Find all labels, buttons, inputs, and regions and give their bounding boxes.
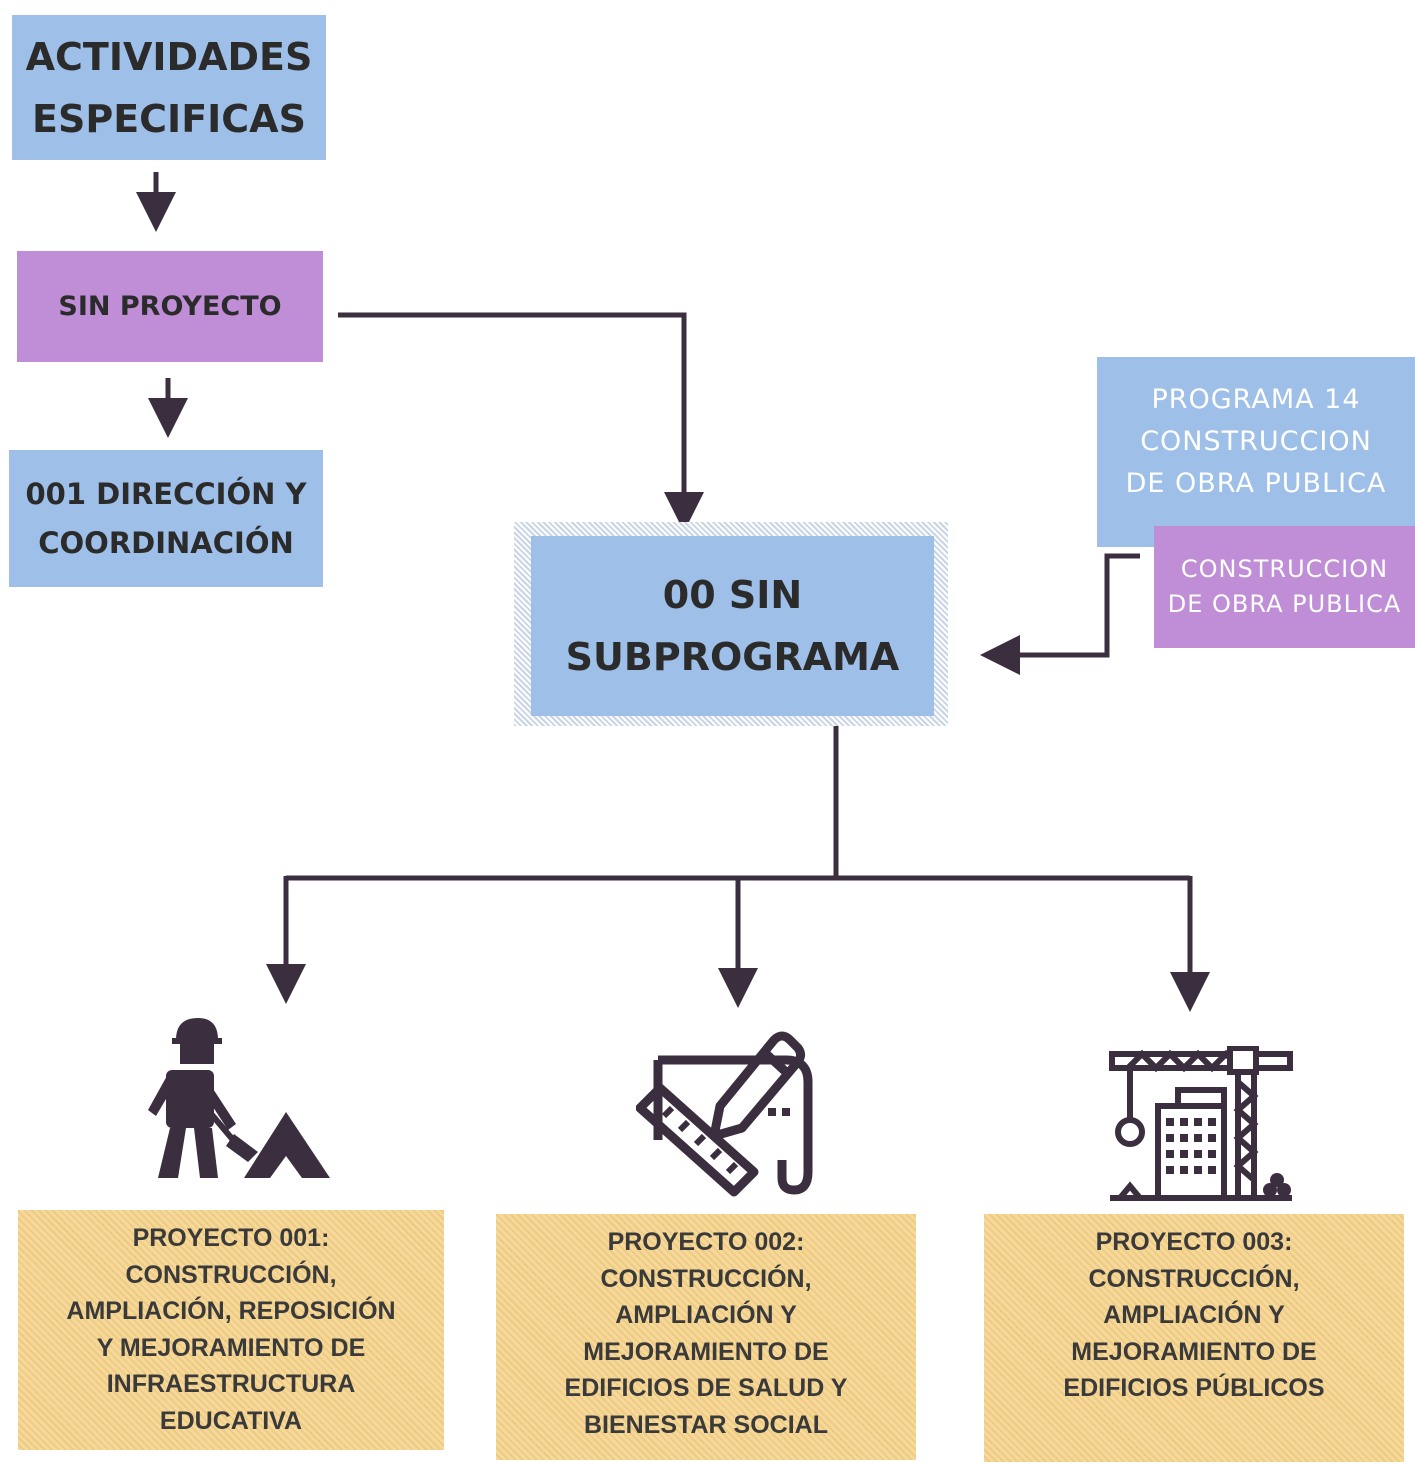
project-line: Y MEJORAMIENTO DE <box>96 1333 366 1362</box>
box-line: 001 DIRECCIÓN Y <box>25 476 307 511</box>
box-line: DE OBRA PUBLICA <box>1167 590 1402 618</box>
box-line: CONSTRUCCION <box>1180 555 1389 583</box>
direccion-coordinacion-box: 001 DIRECCIÓN Y COORDINACIÓN <box>9 450 323 587</box>
construction-worker-icon <box>148 1018 330 1178</box>
box-line: SUBPROGRAMA <box>565 635 900 679</box>
arrow-sinproyecto-to-subprograma <box>338 312 704 532</box>
crane-building-icon <box>1109 1046 1293 1201</box>
proyecto-001-box: PROYECTO 001: CONSTRUCCIÓN, AMPLIACIÓN, … <box>18 1210 444 1450</box>
project-line: CONSTRUCCIÓN, <box>1088 1264 1300 1293</box>
construccion-obra-publica-box: CONSTRUCCION DE OBRA PUBLICA <box>1154 526 1415 648</box>
proyecto-003-box: PROYECTO 003: CONSTRUCCIÓN, AMPLIACIÓN Y… <box>984 1214 1404 1462</box>
project-line: MEJORAMIENTO DE <box>1071 1337 1317 1366</box>
sin-proyecto-box: SIN PROYECTO <box>17 251 323 362</box>
project-line: AMPLIACIÓN, REPOSICIÓN <box>66 1297 396 1325</box>
project-line: PROYECTO 003: <box>1095 1228 1293 1256</box>
project-line: CONSTRUCCIÓN, <box>600 1264 812 1293</box>
actividades-especificas-box: ACTIVIDADES ESPECIFICAS <box>12 15 326 160</box>
arrow-construccion-to-subprograma <box>980 553 1140 675</box>
sin-subprograma-box: 00 SIN SUBPROGRAMA <box>531 536 934 716</box>
programa-14-box: PROGRAMA 14 CONSTRUCCION DE OBRA PUBLICA <box>1097 357 1415 547</box>
box-line: COORDINACIÓN <box>38 525 294 560</box>
box-line: ESPECIFICAS <box>32 96 306 141</box>
project-line: PROYECTO 002: <box>607 1228 805 1256</box>
project-line: PROYECTO 001: <box>132 1224 330 1252</box>
project-line: EDUCATIVA <box>159 1406 303 1435</box>
box-line: DE OBRA PUBLICA <box>1125 468 1387 499</box>
project-line: EDIFICIOS PÚBLICOS <box>1063 1374 1325 1402</box>
proyecto-002-box: PROYECTO 002: CONSTRUCCIÓN, AMPLIACIÓN Y… <box>496 1214 916 1460</box>
project-line: AMPLIACIÓN Y <box>1103 1301 1285 1329</box>
box-line: SIN PROYECTO <box>58 290 282 322</box>
project-line: MEJORAMIENTO DE <box>583 1337 829 1366</box>
project-line: BIENESTAR SOCIAL <box>584 1410 828 1439</box>
project-line: EDIFICIOS DE SALUD Y <box>564 1374 848 1402</box>
project-line: INFRAESTRUCTURA <box>106 1370 356 1398</box>
project-line: AMPLIACIÓN Y <box>615 1301 797 1329</box>
blueprint-pencil-ruler-icon <box>636 1031 813 1197</box>
project-line: CONSTRUCCIÓN, <box>125 1260 337 1289</box>
box-line: ACTIVIDADES <box>25 34 313 79</box>
box-line: 00 SIN <box>662 573 803 617</box>
box-line: PROGRAMA 14 <box>1151 384 1361 415</box>
box-line: CONSTRUCCION <box>1140 426 1372 457</box>
